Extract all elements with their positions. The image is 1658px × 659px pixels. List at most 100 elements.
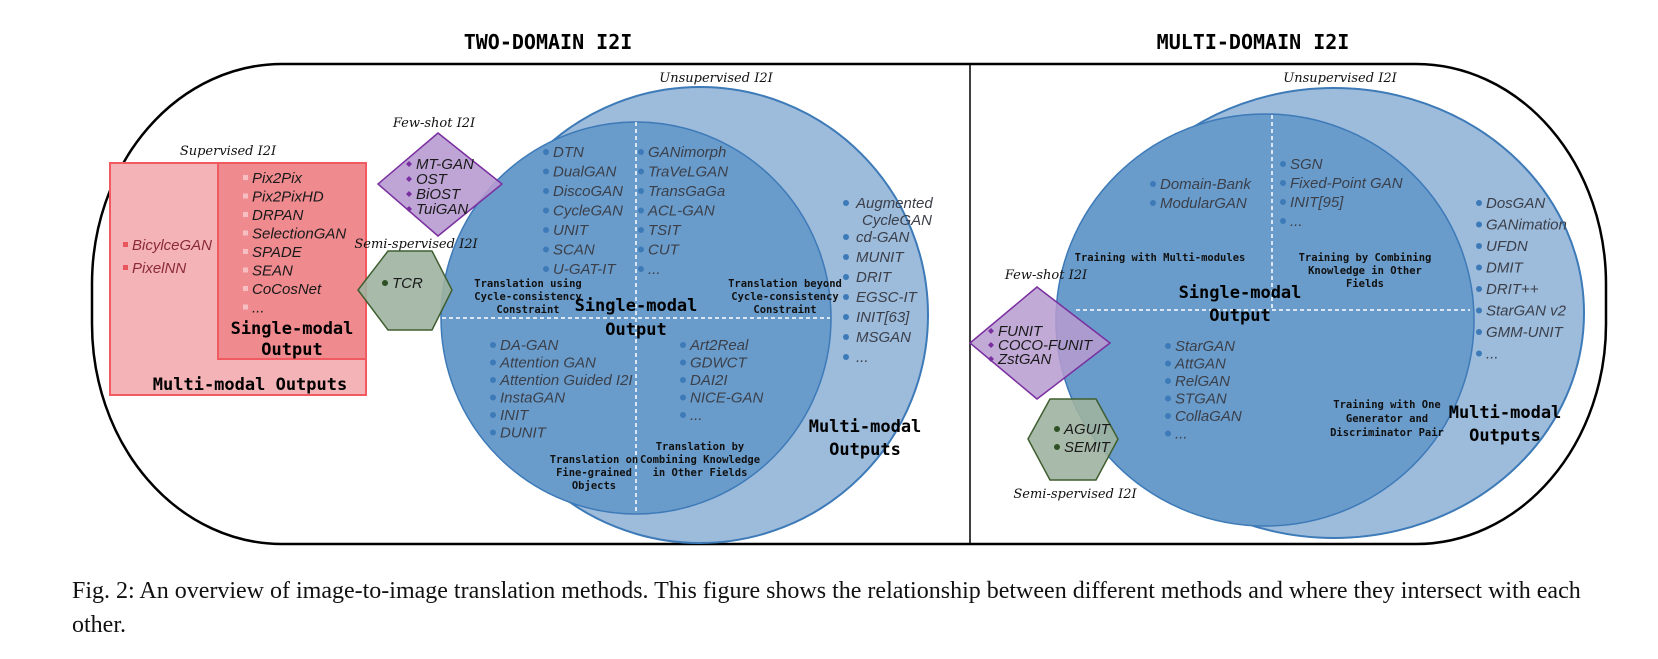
two-q2-method-item: GANimorph: [638, 144, 726, 161]
multi-q2-method-item: INIT[95]: [1280, 194, 1344, 211]
multi-q1-method-item: Domain-Bank: [1150, 176, 1252, 193]
multi-q1-method-label: ModularGAN: [1160, 195, 1247, 212]
two-multi-modal-method-label: CycleGAN: [862, 212, 932, 229]
bullet-diamond-icon: [988, 328, 994, 334]
multi-few-shot-method-item: FUNIT: [988, 323, 1044, 340]
two-single-modal-title-2: Output: [605, 320, 666, 340]
two-q4-method-item: NICE-GAN: [680, 390, 764, 407]
bullet-dot-icon: [1054, 426, 1060, 432]
two-q1-method-item: DualGAN: [543, 164, 617, 181]
multi-single-modal-title-1: Single-modal: [1179, 283, 1302, 303]
two-q4-method-item: DAI2I: [680, 372, 728, 389]
two-quadrant-label: Constraint: [753, 304, 816, 316]
multi-multi-modal-method-item: GANimation: [1476, 217, 1567, 234]
bullet-diamond-icon: [988, 356, 994, 362]
two-q1-method-item: U-GAT-IT: [543, 261, 617, 278]
bullet-dot-icon: [543, 207, 549, 214]
multi-q2-method-label: SGN: [1290, 156, 1323, 173]
two-q1-method-label: SCAN: [553, 242, 595, 259]
bullet-square-icon: [243, 304, 248, 310]
two-q4-method-item: Art2Real: [680, 337, 749, 354]
two-q2-method-label: ...: [648, 261, 661, 278]
multi-few-shot-method-label: FUNIT: [998, 323, 1044, 340]
supervised-single-method-item: Pix2PixHD: [243, 189, 324, 206]
two-few-shot-method-item: TuiGAN: [406, 201, 468, 218]
multi-multi-modal-method-label: ...: [1486, 346, 1499, 363]
two-q2-method-label: ACL-GAN: [647, 203, 715, 220]
two-quadrant-label: Translation beyond: [728, 278, 842, 290]
two-multi-modal-method-label: EGSC-IT: [856, 289, 919, 306]
two-single-modal-title-1: Single-modal: [575, 296, 698, 316]
bullet-diamond-icon: [406, 206, 412, 212]
multi-quadrant-label: Training with One: [1333, 399, 1440, 411]
two-q1-method-label: DTN: [553, 144, 584, 161]
two-semi-method-item: TCR: [382, 275, 423, 292]
two-q1-method-item: DTN: [543, 144, 584, 161]
multi-q2-method-label: INIT[95]: [1290, 194, 1344, 211]
supervised-single-modal-box: [217, 162, 367, 360]
bullet-dot-icon: [638, 168, 644, 175]
two-q2-method-label: CUT: [648, 242, 681, 259]
two-unsupervised-label: Unsupervised I2I: [659, 71, 773, 86]
two-semi-supervised-label: Semi-spervised I2I: [354, 237, 478, 252]
bullet-dot-icon: [1165, 360, 1171, 367]
two-quadrant-label: Cycle-consistency: [474, 291, 582, 303]
two-q3-method-item: DA-GAN: [490, 337, 559, 354]
supervised-single-method-item: Pix2Pix: [243, 170, 303, 187]
two-q2-method-item: CUT: [638, 242, 681, 259]
two-q2-method-item: TraVeLGAN: [638, 164, 728, 181]
bullet-dot-icon: [1476, 307, 1482, 314]
multi-quadrant-label: Generator and: [1346, 413, 1428, 425]
multi-semi-method-label: SEMIT: [1064, 439, 1112, 456]
two-q1-method-item: DiscoGAN: [543, 183, 623, 200]
header-multi-domain: MULTI-DOMAIN I2I: [1157, 30, 1350, 54]
two-q4-method-label: GDWCT: [690, 355, 748, 372]
bullet-dot-icon: [1476, 264, 1482, 271]
supervised-single-method-label: Pix2PixHD: [252, 189, 324, 206]
multi-multi-modal-method-label: DMIT: [1486, 260, 1524, 277]
supervised-single-method-item: DRPAN: [243, 207, 304, 224]
two-few-shot-method-label: TuiGAN: [416, 201, 468, 218]
bullet-dot-icon: [543, 227, 549, 233]
two-multi-modal-method-item: MUNIT: [843, 249, 905, 266]
bullet-dot-icon: [543, 168, 549, 175]
two-q4-method-label: NICE-GAN: [690, 390, 764, 407]
multi-q3-method-label: AttGAN: [1174, 356, 1226, 373]
supervised-single-method-label: SelectionGAN: [252, 226, 346, 243]
two-multi-modal-method-label: ...: [856, 349, 869, 366]
two-multi-modal-method-item: INIT[63]: [843, 309, 910, 326]
bullet-square-icon: [243, 175, 248, 180]
two-multi-modal-method-label: MSGAN: [856, 329, 911, 346]
supervised-multi-method-item: BicylceGAN: [123, 237, 212, 254]
multi-domain-panel: Unsupervised I2I Few-shot I2I FUNITCOCO-…: [968, 71, 1585, 539]
supervised-single-method-label: ...: [252, 300, 265, 317]
bullet-dot-icon: [1280, 199, 1286, 205]
multi-multi-modal-title-2: Outputs: [1469, 426, 1541, 446]
two-quadrant-label: Objects: [572, 480, 616, 492]
multi-q2-method-item: ...: [1280, 213, 1303, 230]
figure-caption: Fig. 2: An overview of image-to-image tr…: [72, 578, 1581, 638]
bullet-square-icon: [243, 212, 248, 217]
supervised-single-method-item: ...: [243, 300, 265, 317]
multi-semi-supervised-label: Semi-spervised I2I: [1013, 487, 1137, 502]
multi-unsupervised-label: Unsupervised I2I: [1283, 71, 1397, 86]
supervised-single-method-item: SelectionGAN: [243, 226, 346, 243]
bullet-dot-icon: [1476, 243, 1482, 249]
bullet-dot-icon: [1165, 430, 1171, 437]
bullet-dot-icon: [1054, 444, 1060, 450]
multi-q2-method-label: ...: [1290, 213, 1303, 230]
two-q4-method-item: GDWCT: [680, 355, 748, 372]
two-few-shot-method-label: OST: [416, 171, 449, 188]
bullet-dot-icon: [680, 342, 686, 348]
multi-multi-modal-method-label: DRIT++: [1486, 281, 1539, 298]
bullet-dot-icon: [638, 149, 644, 155]
two-q3-method-label: DA-GAN: [500, 337, 559, 354]
multi-q3-method-label: CollaGAN: [1175, 408, 1242, 425]
supervised-single-method-item: SEAN: [243, 263, 293, 280]
supervised-multi-method-item: PixelNN: [123, 260, 186, 277]
bullet-dot-icon: [638, 188, 644, 194]
multi-quadrant-label: Discriminator Pair: [1330, 427, 1444, 439]
